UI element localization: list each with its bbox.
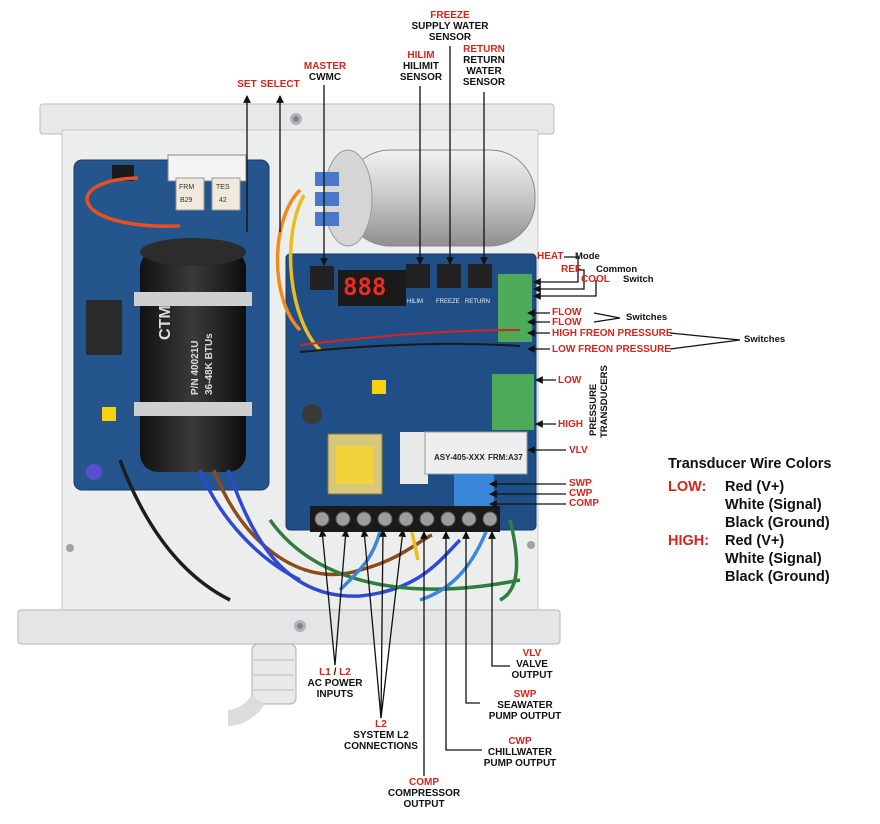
label-l1l2-sep: / xyxy=(330,667,340,678)
label-return-line3: SENSOR xyxy=(462,77,506,88)
conduit-fitting xyxy=(227,643,297,726)
motor-btu-rating: 36-48K BTUs xyxy=(204,333,215,395)
label-freeze-code: FREEZE xyxy=(430,10,470,21)
sticker-tes: TES xyxy=(216,184,230,191)
label-cwp-code-bottom: CWP xyxy=(508,736,532,747)
label-chillwater-line2: PUMP OUTPUT xyxy=(483,758,557,769)
label-transducers-vertical: TRANSDUCERS xyxy=(599,365,610,438)
main-circuit-board xyxy=(285,253,537,531)
port-label-hilim: HILIM xyxy=(407,299,424,305)
label-hilim-line2: SENSOR xyxy=(399,72,443,83)
sticker-42: 42 xyxy=(219,197,227,204)
transducer-wire-legend: Transducer Wire Colors LOW: Red (V+) Whi… xyxy=(668,456,831,586)
label-heat: HEAT xyxy=(537,251,564,262)
label-seawater-line1: SEAWATER xyxy=(497,700,553,711)
label-swp-code-bottom: SWP xyxy=(513,689,537,700)
label-pressure-vertical: PRESSURE xyxy=(588,383,599,436)
label-cwp-right: CWP xyxy=(569,488,593,499)
label-l2-code: L2 xyxy=(339,667,351,678)
label-cool: COOL xyxy=(581,274,610,285)
port-label-freeze: FREEZE xyxy=(436,299,460,305)
label-l1-l2: L1 / L2 xyxy=(303,667,367,678)
label-compressor-line2: OUTPUT xyxy=(403,799,445,810)
motor xyxy=(134,238,252,472)
legend-key-low: LOW: xyxy=(668,479,707,495)
label-hilim-code: HILIM xyxy=(407,50,435,61)
label-return-line1: RETURN xyxy=(463,55,505,66)
label-switches-flow: Switches xyxy=(626,312,668,323)
board-frm: FRM:A37 xyxy=(488,453,523,462)
label-chillwater-line1: CHILLWATER xyxy=(487,747,553,758)
label-switches-freon: Switches xyxy=(744,334,786,345)
label-swp-right: SWP xyxy=(569,478,592,489)
label-return-line2: WATER xyxy=(466,66,502,77)
label-low-freon-pressure: LOW FREON PRESSURE xyxy=(552,344,671,355)
legend-title: Transducer Wire Colors xyxy=(668,456,832,472)
label-freeze-line1: SUPPLY WATER xyxy=(411,21,489,32)
label-high-transducer: HIGH xyxy=(558,419,583,430)
legend-row-high: HIGH: Red (V+) White (Signal) Black (Gro… xyxy=(668,532,831,586)
label-comp-right: COMP xyxy=(569,498,599,509)
label-valve-line2: OUTPUT xyxy=(511,670,553,681)
legend-high-value-3: Black (Ground) xyxy=(725,569,830,585)
label-mode: Mode xyxy=(575,251,600,262)
label-l2-code-bottom: L2 xyxy=(375,719,387,730)
label-common: Common xyxy=(596,264,638,275)
legend-high-value-1: Red (V+) xyxy=(725,533,785,549)
motor-part-number: P/N 40021U xyxy=(190,340,201,395)
label-ac-power-line1: AC POWER xyxy=(307,678,363,689)
label-low-transducer: LOW xyxy=(558,375,582,386)
label-ref: REF xyxy=(561,264,581,275)
label-freeze-line2: SENSOR xyxy=(428,32,472,43)
label-switch: Switch xyxy=(623,274,654,285)
terminal-strip xyxy=(310,506,500,532)
label-vlv-code-bottom: VLV xyxy=(522,648,542,659)
label-flow-2: FLOW xyxy=(552,317,582,328)
label-compressor-line1: COMPRESSOR xyxy=(387,788,461,799)
label-system-l2-line1: SYSTEM L2 xyxy=(353,730,409,741)
led-display-readout: 888 xyxy=(343,273,387,301)
label-hilim-line1: HILIMIT xyxy=(402,61,440,72)
legend-row-low: LOW: Red (V+) White (Signal) Black (Grou… xyxy=(668,478,831,532)
legend-low-value-2: White (Signal) xyxy=(725,497,822,513)
port-label-return: RETURN xyxy=(465,299,490,305)
label-comp-code-bottom: COMP xyxy=(409,777,439,788)
label-flow-1: FLOW xyxy=(552,307,582,318)
legend-high-value-2: White (Signal) xyxy=(725,551,822,567)
capacitor xyxy=(315,149,536,247)
label-l1-code: L1 xyxy=(319,667,331,678)
legend-low-value-1: Red (V+) xyxy=(725,479,785,495)
legend-key-high: HIGH: xyxy=(668,533,710,549)
label-return-code: RETURN xyxy=(463,44,505,55)
label-select: SELECT xyxy=(260,79,300,90)
label-seawater-line2: PUMP OUTPUT xyxy=(488,711,562,722)
board-part-number: ASY-405-XXX xyxy=(434,453,485,462)
label-system-l2-line2: CONNECTIONS xyxy=(344,741,418,752)
motor-brand: CTM xyxy=(157,305,174,340)
label-vlv-right: VLV xyxy=(569,445,588,456)
label-set: SET xyxy=(237,79,257,90)
label-valve-line1: VALVE xyxy=(516,659,548,670)
sticker-b29: B29 xyxy=(180,197,193,204)
sticker-frm: FRM xyxy=(179,184,195,191)
label-master-line1: CWMC xyxy=(308,72,342,83)
legend-low-value-3: Black (Ground) xyxy=(725,515,830,531)
label-master-code: MASTER xyxy=(303,61,347,72)
label-high-freon-pressure: HIGH FREON PRESSURE xyxy=(552,328,673,339)
label-ac-power-line2: INPUTS xyxy=(316,689,354,700)
